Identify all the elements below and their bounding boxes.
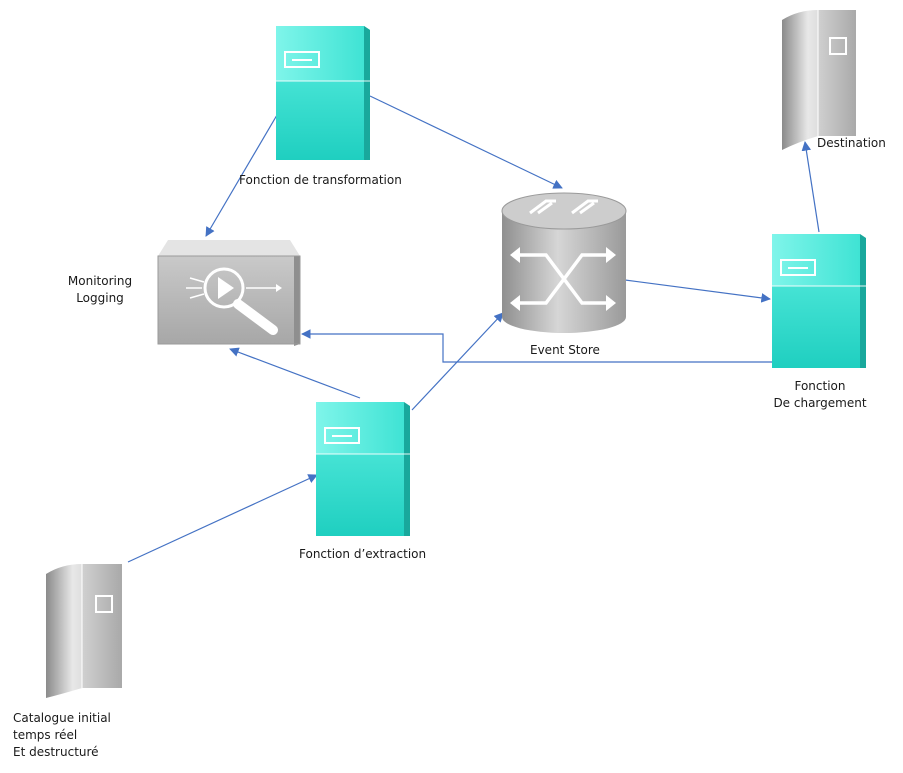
event-store-label: Event Store [530, 343, 600, 357]
source-label-line-2: temps réel [13, 728, 78, 742]
destination-label: Destination [817, 136, 886, 150]
connections [127, 95, 820, 563]
monitoring-label-line-2: Logging [76, 291, 124, 305]
loading-label: Fonction De chargement [768, 378, 872, 412]
connector-eventstore-to-loading [624, 279, 771, 303]
source-label: Catalogue initial temps réel Et destruct… [13, 710, 111, 761]
source-label-line-3: Et destructuré [13, 745, 99, 759]
monitoring-appliance-icon [157, 240, 301, 346]
loading-label-line-2: De chargement [773, 396, 867, 410]
connector-extraction-to-monitoring [229, 347, 361, 399]
event-store-icon [501, 192, 627, 333]
extraction-server-icon [316, 402, 410, 536]
extraction-label: Fonction d’extraction [299, 547, 427, 561]
source-storage-icon [46, 564, 122, 698]
source-label-line-1: Catalogue initial [13, 711, 111, 725]
connector-loading-to-destination [801, 141, 820, 233]
loading-server-icon [772, 234, 866, 368]
destination-storage-icon [782, 10, 856, 150]
connector-transform-to-monitoring [205, 114, 278, 237]
transform-server-icon [276, 26, 370, 160]
connector-loading-to-monitoring [301, 329, 772, 363]
connector-transform-to-eventstore [369, 95, 563, 189]
loading-label-line-1: Fonction [794, 379, 846, 393]
transform-label: Fonction de transformation [239, 173, 402, 187]
connector-source-to-extraction [127, 474, 318, 563]
monitoring-label-line-1: Monitoring [67, 274, 133, 288]
monitoring-label: Monitoring Logging [60, 273, 140, 307]
